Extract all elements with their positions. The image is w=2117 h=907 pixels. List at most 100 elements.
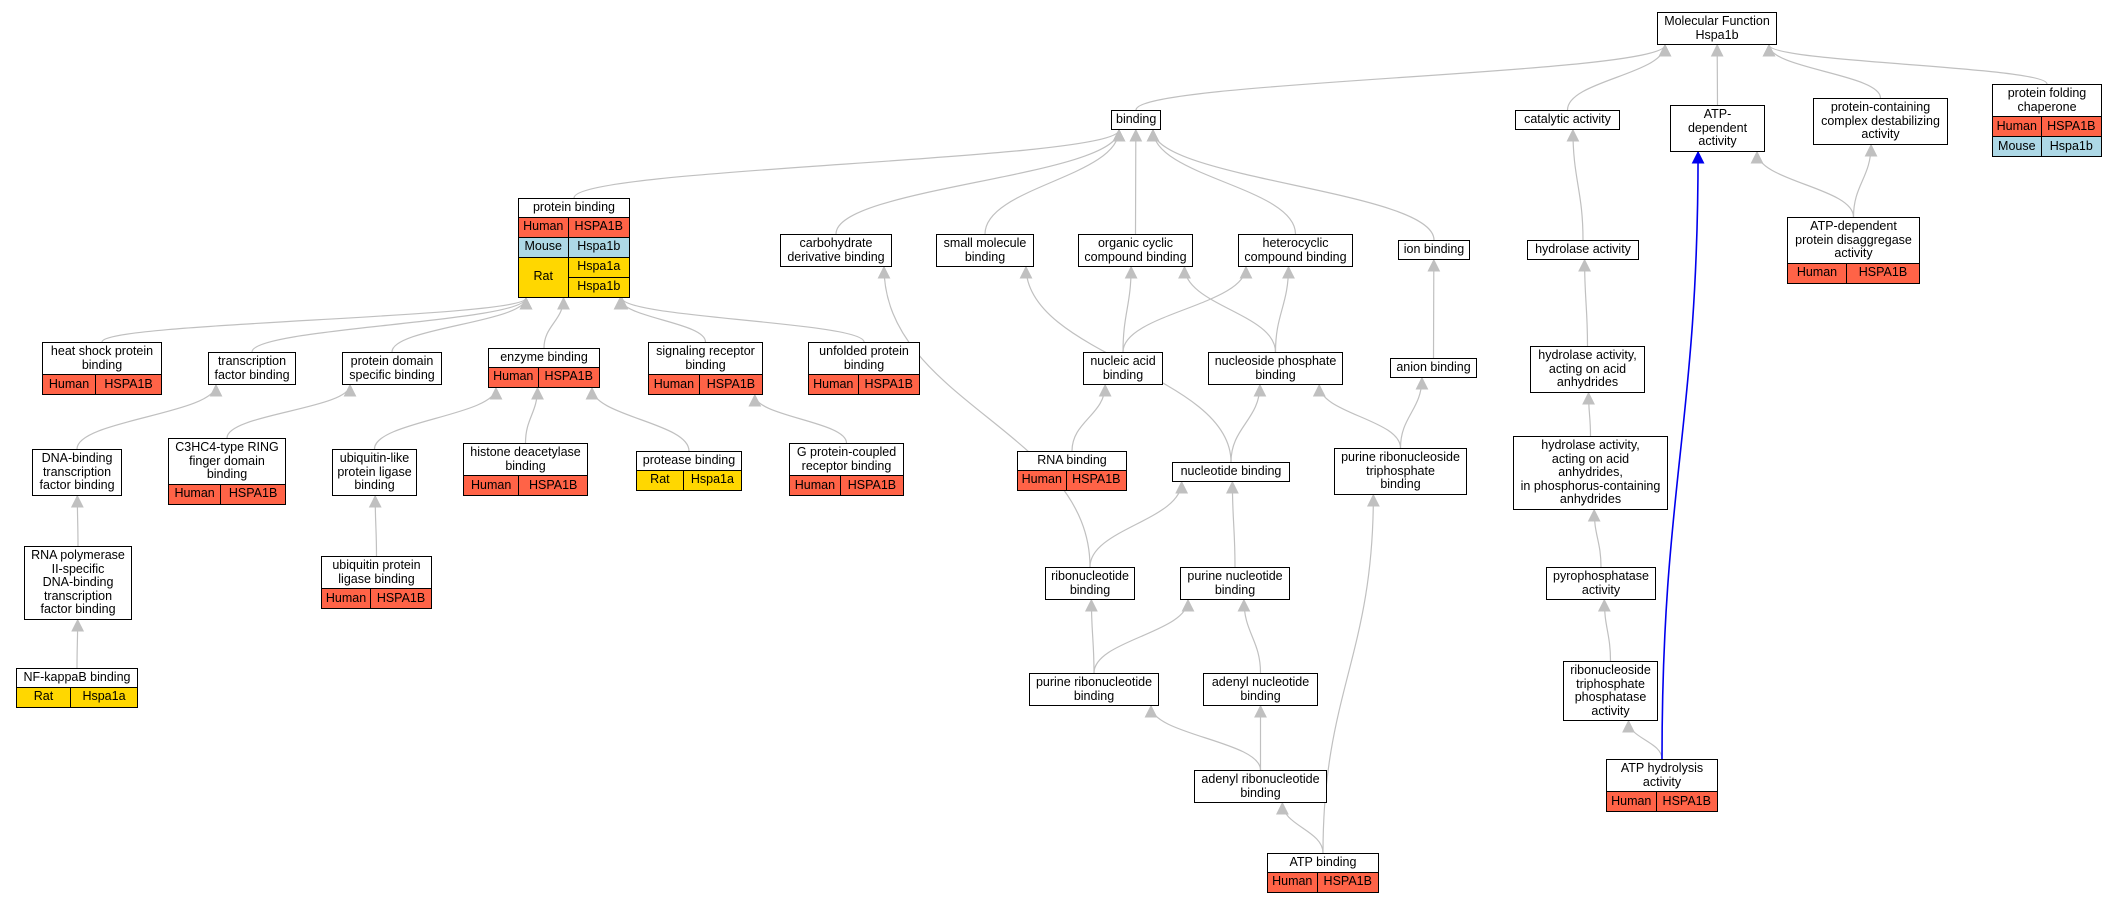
go-term-hydrolase-anh[interactable]: hydrolase activity, acting on acid anhyd…: [1530, 346, 1645, 393]
go-term-label: ATP binding: [1289, 855, 1357, 869]
go-term-label: purine ribonucleoside triphosphate bindi…: [1341, 450, 1460, 491]
go-term-label: purine nucleotide binding: [1187, 569, 1283, 597]
organism-label: Human: [322, 589, 372, 608]
go-term-purine-rnt[interactable]: purine ribonucleoside triphosphate bindi…: [1334, 448, 1467, 495]
go-term-mf[interactable]: Molecular Function Hspa1b: [1657, 12, 1777, 45]
go-term-atp-dep[interactable]: ATP-dependent activity: [1670, 105, 1765, 152]
go-term-carb-deriv[interactable]: carbohydrate derivative binding: [780, 234, 892, 267]
go-term-label: hydrolase activity, acting on acid anhyd…: [1538, 348, 1637, 389]
go-term-label: protein folding chaperone: [2007, 86, 2087, 114]
edge-nuc_phosphate-to-org_cyclic: [1178, 265, 1277, 353]
edge-atp_hydrolysis-to-rnt_phosphatase: [1622, 719, 1663, 760]
go-term-anion[interactable]: anion binding: [1390, 358, 1477, 378]
go-term-pyrophosphatase[interactable]: pyrophosphatase activity: [1546, 567, 1656, 600]
go-term-label: hydrolase activity, acting on acid anhyd…: [1520, 438, 1661, 506]
go-term-purine-nt[interactable]: purine nucleotide binding: [1180, 567, 1290, 600]
edge-nucleotide-to-nuc_phosphate: [1230, 383, 1267, 463]
go-term-ubl-ligase[interactable]: ubiquitin-like protein ligase binding: [332, 449, 417, 496]
gene-symbol: HSPA1B: [2041, 117, 2101, 136]
go-term-hetero-cyclic[interactable]: heterocyclic compound binding: [1238, 234, 1353, 267]
edge-ribonucleotide-to-nucleotide: [1089, 480, 1189, 568]
go-term-label: RNA polymerase II-specific DNA-binding t…: [31, 548, 125, 616]
go-term-label: ribonucleotide binding: [1051, 569, 1129, 597]
go-term-domain-binding[interactable]: protein domain specific binding: [342, 352, 442, 385]
go-term-nucleotide[interactable]: nucleotide binding: [1172, 462, 1290, 482]
edge-protein_binding-to-binding: [573, 128, 1126, 199]
go-term-label: adenyl nucleotide binding: [1211, 675, 1310, 703]
edge-ion_binding-to-binding: [1146, 128, 1435, 241]
go-term-label: pyrophosphatase activity: [1553, 569, 1649, 597]
organism-label: Human: [1788, 263, 1847, 283]
gene-symbol: HSPA1B: [519, 476, 587, 495]
gene-symbol: Hspa1b: [2041, 137, 2101, 156]
go-term-label: ATP-dependent activity: [1687, 107, 1748, 148]
go-term-rnt-phosphatase[interactable]: ribonucleoside triphosphate phosphatase …: [1563, 661, 1658, 721]
edge-purine_ribont-to-purine_nt: [1093, 598, 1195, 674]
edge-domain_binding-to-protein_binding: [391, 296, 533, 353]
go-term-ion-binding[interactable]: ion binding: [1398, 240, 1470, 260]
go-term-adenyl-nt[interactable]: adenyl nucleotide binding: [1203, 673, 1318, 706]
go-term-label: hydrolase activity: [1535, 242, 1631, 256]
edge-tf_binding-to-protein_binding: [251, 296, 533, 353]
go-term-catalytic[interactable]: catalytic activity: [1515, 110, 1620, 130]
organism-label: Human: [649, 375, 700, 394]
go-term-dna-tf[interactable]: DNA-binding transcription factor binding: [32, 449, 122, 496]
edge-rnt_phosphatase-to-pyrophosphatase: [1597, 598, 1612, 662]
go-term-label: protein binding: [532, 200, 615, 214]
go-term-rnapol-tf[interactable]: RNA polymerase II-specific DNA-binding t…: [24, 546, 132, 620]
go-term-hydrolase[interactable]: hydrolase activity: [1527, 240, 1639, 260]
go-term-adenyl-ribont[interactable]: adenyl ribonucleotide binding: [1194, 770, 1327, 803]
go-term-label: Molecular Function Hspa1b: [1664, 14, 1770, 42]
go-term-label: ATP hydrolysis activity: [1620, 761, 1704, 789]
gene-symbol: Hspa1a: [683, 470, 741, 490]
go-term-nuc-phosphate[interactable]: nucleoside phosphate binding: [1208, 352, 1343, 385]
go-term-complex-destab[interactable]: protein-containing complex destabilizing…: [1813, 98, 1948, 145]
go-term-ribonucleotide[interactable]: ribonucleotide binding: [1045, 567, 1135, 600]
edge-histone_deac-to-enzyme_binding: [524, 386, 545, 444]
go-term-hydrolase-phos[interactable]: hydrolase activity, acting on acid anhyd…: [1513, 436, 1668, 510]
go-term-tf-binding[interactable]: transcription factor binding: [208, 352, 296, 385]
go-term-small-mol[interactable]: small molecule binding: [936, 234, 1034, 267]
organism-label: Human: [464, 476, 520, 495]
go-term-atp-disagg[interactable]: ATP-dependent protein disaggregase activ…: [1787, 217, 1920, 284]
go-term-label: carbohydrate derivative binding: [787, 236, 885, 264]
edge-carb_deriv-to-binding: [835, 128, 1126, 235]
go-term-label: heat shock protein binding: [50, 344, 154, 372]
go-term-label: purine ribonucleotide binding: [1035, 675, 1153, 703]
organism-label: Rat: [519, 257, 569, 297]
go-term-purine-ribont[interactable]: purine ribonucleotide binding: [1029, 673, 1159, 706]
organism-label: Human: [1993, 117, 2042, 136]
go-term-org-cyclic[interactable]: organic cyclic compound binding: [1078, 234, 1193, 267]
gene-symbol: HSPA1B: [1317, 872, 1378, 892]
go-term-label: ion binding: [1403, 242, 1465, 256]
gene-symbol: HSPA1B: [221, 484, 285, 504]
edge-atp_disagg-to-atp_dep: [1750, 150, 1855, 218]
organism-label: Human: [169, 484, 222, 504]
go-term-nucleic-acid[interactable]: nucleic acid binding: [1083, 352, 1163, 385]
go-term-label: transcription factor binding: [214, 354, 290, 382]
organism-label: Human: [519, 217, 569, 237]
go-term-binding[interactable]: binding: [1111, 110, 1161, 130]
